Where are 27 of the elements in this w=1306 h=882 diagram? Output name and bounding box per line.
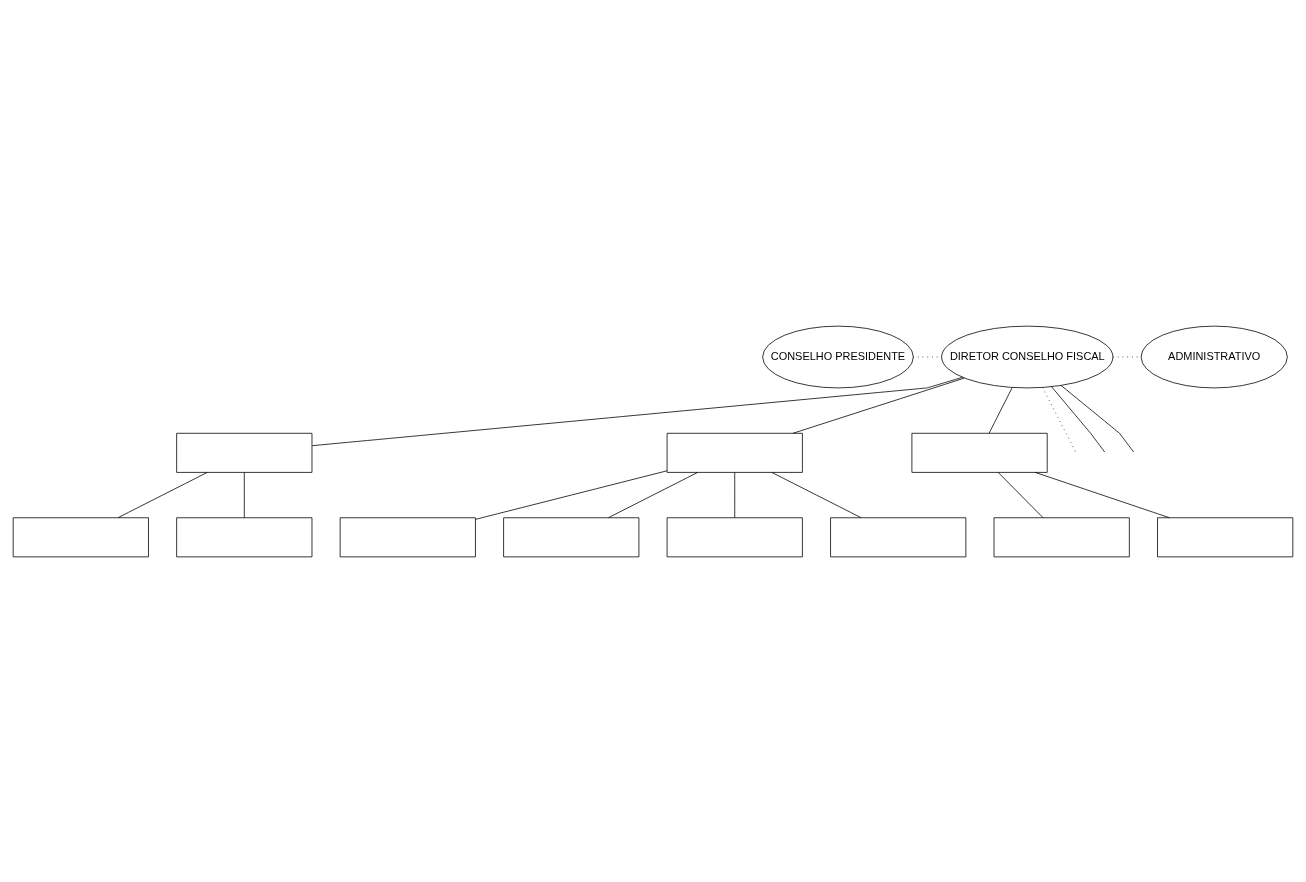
connector — [243, 471, 245, 518]
node-box — [339, 516, 476, 557]
connector — [792, 377, 965, 434]
node-box — [830, 516, 967, 557]
node-box — [12, 516, 149, 557]
node-ellipse: CONSELHO PRESIDENTE — [762, 325, 914, 388]
connector — [311, 376, 963, 446]
node-box — [176, 432, 313, 473]
node-box — [911, 432, 1048, 473]
node-ellipse: ADMINISTRATIVO — [1140, 325, 1288, 388]
connector — [117, 471, 208, 518]
connector — [1060, 384, 1134, 452]
node-box — [176, 516, 313, 557]
connector — [988, 386, 1013, 433]
node-box — [666, 432, 803, 473]
connector — [734, 471, 736, 518]
connector — [475, 469, 668, 520]
node-ellipse: DIRETOR CONSELHO FISCAL — [941, 325, 1114, 388]
connector — [771, 471, 862, 518]
connector — [1051, 385, 1106, 452]
node-box — [1157, 516, 1294, 557]
node-box — [993, 516, 1130, 557]
connector — [1034, 471, 1170, 518]
node-box — [503, 516, 640, 557]
connector — [997, 471, 1044, 518]
node-box — [666, 516, 803, 557]
connector — [608, 471, 699, 518]
